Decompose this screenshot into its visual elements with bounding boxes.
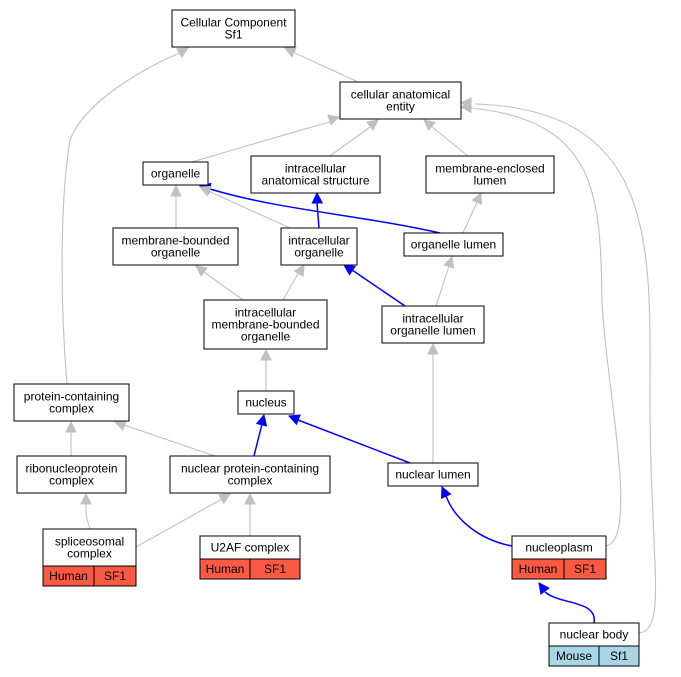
- node-label: organelle: [151, 167, 201, 181]
- edge-nuclear-lumen-to-intracellular-organelle-lumen: [427, 342, 439, 463]
- edge-membrane-enclosed-lumen-to-cellular-anatomical-entity: [423, 119, 469, 157]
- node-nuclear-lumen[interactable]: nuclear lumen: [387, 462, 479, 487]
- gene-label: SF1: [574, 562, 596, 576]
- node-label: nuclear protein-containing: [181, 462, 319, 476]
- node-label: nuclear body: [560, 628, 629, 642]
- species-label: Human: [519, 562, 558, 576]
- node-label: organelle lumen: [390, 324, 475, 338]
- edge-intracellular-organelle-to-organelle: [203, 188, 291, 229]
- edge-organelle-to-cellular-anatomical-entity: [191, 114, 341, 163]
- edge-intracellular-membrane-bounded-organelle-to-membrane-bounded-organelle: [195, 265, 244, 301]
- edge-nuclear-lumen-to-nucleus: [287, 414, 411, 464]
- node-label: membrane-bounded: [211, 318, 319, 332]
- node-label: organelle: [151, 246, 201, 260]
- node-label: membrane-bounded: [121, 234, 229, 248]
- edge-ribonucleoprotein-complex-to-protein-containing-complex: [65, 420, 77, 456]
- edge-nucleoplasm-to-nuclear-lumen: [440, 485, 513, 547]
- node-label: nuclear lumen: [395, 468, 470, 482]
- node-label: complex: [49, 402, 94, 416]
- node-label: ribonucleoprotein: [25, 462, 117, 476]
- node-label: complex: [49, 474, 94, 488]
- species-annotation: [511, 558, 607, 580]
- node-label: complex: [67, 547, 112, 561]
- gene-label: SF1: [264, 562, 286, 576]
- edge-spliceosomal-complex-to-nuclear-protein-containing-complex: [135, 493, 231, 548]
- edge-nuclear-body-to-nucleoplasm: [538, 582, 595, 624]
- edge-nuclear-protein-containing-complex-to-protein-containing-complex: [113, 419, 216, 457]
- node-label: Cellular Component: [180, 16, 287, 30]
- node-nucleus[interactable]: nucleus: [237, 390, 295, 415]
- species-label: Human: [206, 562, 245, 576]
- species-annotation: [548, 645, 640, 667]
- node-label: membrane-enclosed: [435, 162, 544, 176]
- edge-nuclear-body-to-cellular-anatomical-entity: [459, 97, 657, 634]
- species-label: Mouse: [556, 649, 592, 663]
- edge-organelle-lumen-to-membrane-enclosed-lumen: [462, 191, 482, 234]
- node-label: protein-containing: [24, 390, 119, 404]
- edge-intracellular-organelle-lumen-to-intracellular-organelle: [343, 264, 406, 307]
- node-label: nucleoplasm: [525, 541, 592, 555]
- edges-layer: [61, 47, 657, 634]
- node-label: organelle: [241, 330, 291, 344]
- edge-spliceosomal-complex-to-ribonucleoprotein-complex: [80, 492, 92, 530]
- node-label: organelle lumen: [411, 238, 496, 252]
- node-label: intracellular: [235, 306, 296, 320]
- edge-cellular-anatomical-entity-to-cellular-component: [283, 47, 359, 83]
- node-organelle-lumen[interactable]: organelle lumen: [403, 232, 504, 257]
- node-label: intracellular: [288, 234, 349, 248]
- edge-intracellular-anatomical-structure-to-cellular-anatomical-entity: [329, 119, 379, 157]
- node-label: entity: [386, 100, 415, 114]
- node-label: nucleus: [245, 396, 286, 410]
- node-organelle[interactable]: organelle: [142, 161, 209, 186]
- node-label: intracellular: [402, 312, 463, 326]
- node-label: Sf1: [224, 28, 242, 42]
- edge-membrane-bounded-organelle-to-organelle: [170, 184, 182, 228]
- gene-label: SF1: [104, 569, 126, 583]
- node-label: spliceosomal: [55, 535, 124, 549]
- gene-label: Sf1: [610, 649, 628, 663]
- node-label: lumen: [474, 174, 507, 188]
- edge-nucleus-to-intracellular-membrane-bounded-organelle: [260, 348, 272, 391]
- edge-intracellular-organelle-to-intracellular-anatomical-structure: [311, 191, 324, 229]
- species-annotation: [42, 565, 137, 587]
- edge-protein-containing-complex-to-cellular-component: [61, 47, 189, 385]
- node-label: cellular anatomical: [351, 88, 450, 102]
- species-label: Human: [49, 569, 88, 583]
- edge-nuclear-protein-containing-complex-to-nucleus: [253, 413, 268, 457]
- node-label: anatomical structure: [261, 174, 369, 188]
- edge-u2af-complex-to-nuclear-protein-containing-complex: [244, 492, 256, 536]
- edge-intracellular-organelle-lumen-to-organelle-lumen: [435, 255, 455, 307]
- node-label: U2AF complex: [211, 541, 290, 555]
- node-label: intracellular: [285, 162, 346, 176]
- node-label: complex: [228, 474, 273, 488]
- edge-intracellular-membrane-bounded-organelle-to-intracellular-organelle: [282, 264, 305, 301]
- node-label: organelle: [294, 246, 344, 260]
